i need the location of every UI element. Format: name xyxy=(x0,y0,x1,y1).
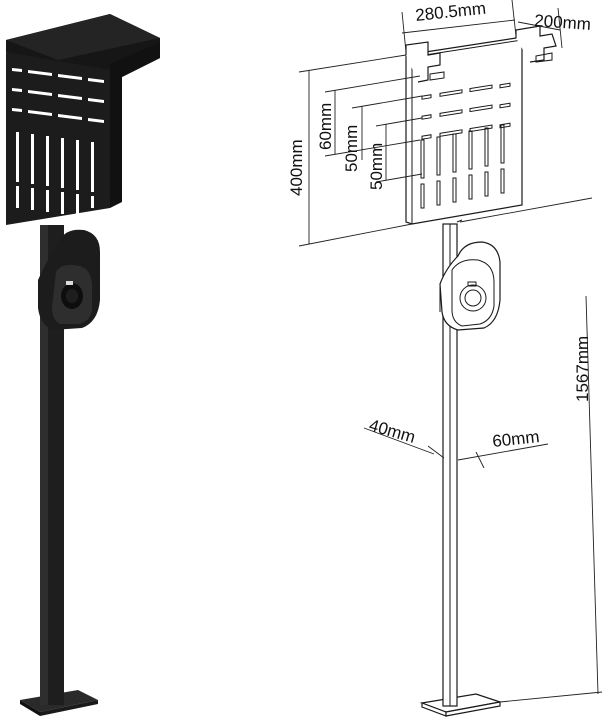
dim-post-depth: 40mm xyxy=(367,416,418,447)
drawing-cable-holder xyxy=(439,241,501,331)
photo-panel xyxy=(6,52,110,225)
drawing-panel xyxy=(405,25,557,225)
dim-top-width: 280.5mm xyxy=(414,0,486,25)
dimension-lines xyxy=(298,0,603,703)
dim-total-height: 1567mm xyxy=(573,336,592,402)
dim-top-depth: 200mm xyxy=(534,11,592,34)
photo-cable-holder xyxy=(38,229,100,330)
dim-slot-spacing-1: 60mm xyxy=(316,103,335,150)
dim-post-width: 60mm xyxy=(491,427,540,451)
dim-slot-spacing-3: 50mm xyxy=(367,143,386,190)
dim-slot-spacing-2: 50mm xyxy=(342,125,361,172)
photo-panel-slots xyxy=(12,68,104,216)
dimension-labels: 280.5mm 200mm 400mm 60mm 50mm 50mm 1567m… xyxy=(287,0,592,451)
drawing-panel-slots xyxy=(420,82,511,209)
drawing-base-plate xyxy=(419,693,501,717)
product-photo xyxy=(6,14,160,716)
dim-panel-height: 400mm xyxy=(287,139,306,196)
line-drawing xyxy=(405,25,557,717)
